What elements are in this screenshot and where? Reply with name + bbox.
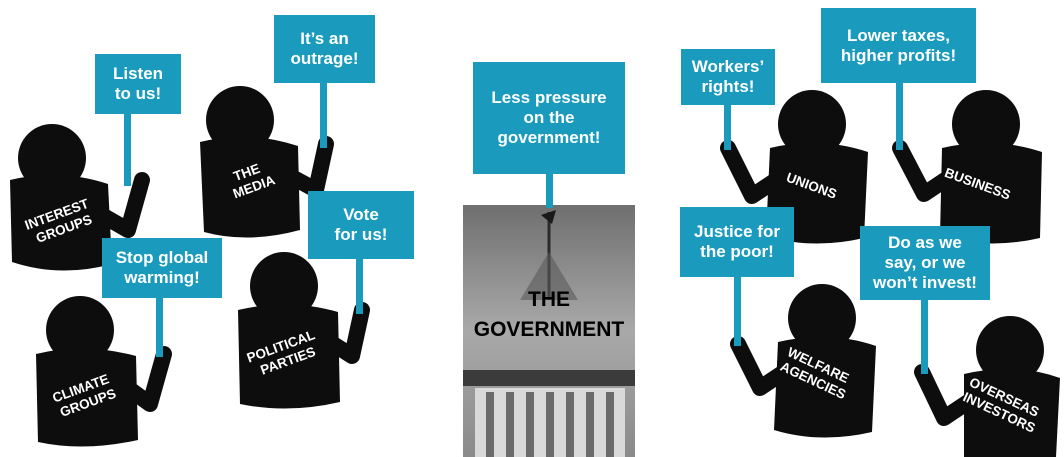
- unions-sign: Workers’ rights!: [681, 49, 775, 105]
- political-parties-sign-pole: [356, 258, 363, 314]
- parliament-house-image: THE GOVERNMENT: [463, 205, 635, 457]
- business-sign: Lower taxes, higher profits!: [821, 8, 976, 83]
- media-person-icon: THE MEDIA: [200, 86, 334, 238]
- government-label-1: THE: [528, 288, 570, 311]
- political-parties-person-icon: POLITICAL PARTIES: [238, 252, 370, 409]
- welfare-agencies-person-icon: WELFARE AGENCIES: [730, 284, 876, 438]
- business-person-icon: BUSINESS: [892, 90, 1042, 244]
- business-sign-pole: [896, 82, 903, 150]
- government-sign: Less pressure on the government!: [473, 62, 625, 174]
- overseas-investors-sign: Do as we say, or we won’t invest!: [860, 226, 990, 300]
- climate-groups-sign: Stop global warming!: [102, 238, 222, 298]
- interest-groups-sign-pole: [124, 112, 131, 186]
- interest-groups-person-icon: INTEREST GROUPS: [10, 124, 150, 271]
- unions-sign-pole: [724, 104, 731, 150]
- political-parties-sign: Vote for us!: [308, 191, 414, 259]
- welfare-agencies-sign: Justice for the poor!: [680, 207, 794, 277]
- interest-groups-sign: Listen to us!: [95, 54, 181, 114]
- media-sign: It’s an outrage!: [274, 15, 375, 83]
- overseas-investors-sign-pole: [921, 298, 928, 374]
- media-sign-pole: [320, 82, 327, 148]
- climate-groups-person-icon: CLIMATE GROUPS: [36, 296, 172, 447]
- government-label-2: GOVERNMENT: [474, 318, 625, 341]
- welfare-agencies-sign-pole: [734, 276, 741, 346]
- overseas-investors-person-icon: OVERSEAS INVESTORS: [914, 316, 1060, 457]
- climate-groups-sign-pole: [156, 297, 163, 357]
- government-sign-pole: [546, 172, 553, 208]
